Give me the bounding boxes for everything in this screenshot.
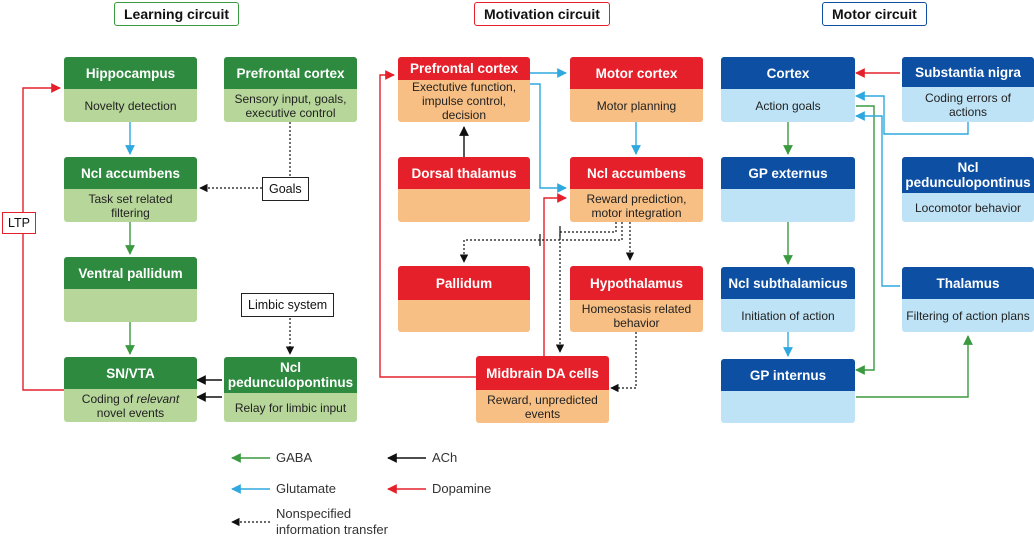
arrow-gpinternus-thalamus (856, 335, 973, 398)
node-ppn-learning: Ncl pedunculopontinus Relay for limbic i… (224, 357, 357, 422)
arrow-cortex-gpinternus (855, 105, 875, 375)
node-desc: Task set related filtering (64, 189, 197, 222)
arrow-accumbens-pallidum (459, 222, 623, 263)
node-title: Hippocampus (64, 57, 197, 89)
node-desc (721, 189, 855, 222)
node-title: Thalamus (902, 267, 1034, 299)
node-title: Ncl accumbens (570, 157, 703, 189)
node-desc (398, 189, 530, 222)
node-desc: Coding of relevant novel events (64, 389, 197, 422)
desc-em: relevant (136, 391, 180, 406)
node-title: Ncl pedunculopontinus (902, 157, 1034, 193)
arrow-hypothalamus-midbrain (610, 332, 637, 393)
limbic-system-label: Limbic system (241, 293, 335, 317)
node-ventral-pallidum: Ventral pallidum (64, 257, 197, 322)
node-title: Pallidum (398, 266, 530, 300)
arrow-midbrain-accumbens (543, 193, 567, 356)
node-desc: Exectutive function, impulse control, de… (398, 80, 530, 122)
node-title: Ventral pallidum (64, 257, 197, 289)
arrow-substantia-cortex-glu (855, 91, 969, 135)
node-cortex: Cortex Action goals (721, 57, 855, 122)
node-thalamus: Thalamus Filtering of action plans (902, 267, 1034, 332)
node-title: Motor cortex (570, 57, 703, 89)
node-ppn-motor: Ncl pedunculopontinus Locomotor behavior (902, 157, 1034, 222)
node-title: Prefrontal cortex (398, 57, 530, 80)
node-accumbens-learning: Ncl accumbens Task set related filtering (64, 157, 197, 222)
node-desc: Motor planning (570, 89, 703, 122)
node-title: Prefrontal cortex (224, 57, 357, 89)
node-desc (398, 300, 530, 332)
node-title: Ncl accumbens (64, 157, 197, 189)
node-desc (64, 289, 197, 322)
node-midbrain-da: Midbrain DA cells Reward, unpredicted ev… (476, 356, 609, 423)
motivation-circuit-title: Motivation circuit (474, 2, 610, 26)
node-pallidum: Pallidum (398, 266, 530, 332)
node-title: Midbrain DA cells (476, 356, 609, 390)
node-title: Ncl subthalamicus (721, 267, 855, 299)
node-title: Hypothalamus (570, 266, 703, 300)
node-prefrontal-cortex-motivation: Prefrontal cortex Exectutive function, i… (398, 57, 530, 122)
node-desc: Action goals (721, 89, 855, 122)
goals-label: Goals (262, 177, 309, 201)
node-desc: Sensory input, goals, executive control (224, 89, 357, 122)
arrow-accumbens-midbrain (555, 222, 617, 353)
node-desc: Relay for limbic input (224, 393, 357, 422)
node-dorsal-thalamus: Dorsal thalamus (398, 157, 530, 222)
legend-nonspecified-label: Nonspecified information transfer (276, 506, 388, 537)
node-desc: Initiation of action (721, 299, 855, 332)
node-desc: Filtering of action plans (902, 299, 1034, 332)
learning-circuit-title: Learning circuit (114, 2, 240, 26)
node-desc: Homeostasis related behavior (570, 300, 703, 332)
legend-glutamate-label: Glutamate (276, 481, 336, 496)
node-title: GP internus (721, 359, 855, 391)
node-prefrontal-cortex-learning: Prefrontal cortex Sensory input, goals, … (224, 57, 357, 122)
node-desc (721, 391, 855, 423)
node-desc: Locomotor behavior (902, 193, 1034, 222)
node-motor-cortex: Motor cortex Motor planning (570, 57, 703, 122)
node-hippocampus: Hippocampus Novelty detection (64, 57, 197, 122)
node-desc: Reward prediction, motor integration (570, 189, 703, 222)
node-accumbens-motivation: Ncl accumbens Reward prediction, motor i… (570, 157, 703, 222)
legend-ach-label: ACh (432, 450, 458, 465)
node-gp-externus: GP externus (721, 157, 855, 222)
node-gp-internus: GP internus (721, 359, 855, 423)
node-title: Substantia nigra (902, 57, 1034, 87)
arrow-prefrontal-accumbens (530, 83, 567, 193)
node-desc: Reward, unpredicted events (476, 390, 609, 423)
node-title: Ncl pedunculopontinus (224, 357, 357, 393)
ltp-label: LTP (2, 212, 36, 234)
motor-circuit-title: Motor circuit (822, 2, 927, 26)
node-hypothalamus: Hypothalamus Homeostasis related behavio… (570, 266, 703, 332)
legend-dopamine-label: Dopamine (432, 481, 492, 496)
node-sn-vta: SN/VTA Coding of relevant novel events (64, 357, 197, 422)
node-title: Dorsal thalamus (398, 157, 530, 189)
desc-post: novel events (96, 405, 165, 420)
node-title: Cortex (721, 57, 855, 89)
node-subthalamicus: Ncl subthalamicus Initiation of action (721, 267, 855, 332)
desc-pre: Coding of (81, 391, 137, 406)
arrow-midbrain-prefrontal (379, 70, 476, 378)
node-desc: Coding errors of actions (902, 87, 1034, 122)
arrow-thalamus-cortex (855, 111, 900, 287)
node-title: SN/VTA (64, 357, 197, 389)
node-desc: Novelty detection (64, 89, 197, 122)
node-title: GP externus (721, 157, 855, 189)
legend-gaba-label: GABA (276, 450, 313, 465)
arrow-snvta-ltp-hippocampus (22, 83, 64, 391)
node-substantia-nigra: Substantia nigra Coding errors of action… (902, 57, 1034, 122)
